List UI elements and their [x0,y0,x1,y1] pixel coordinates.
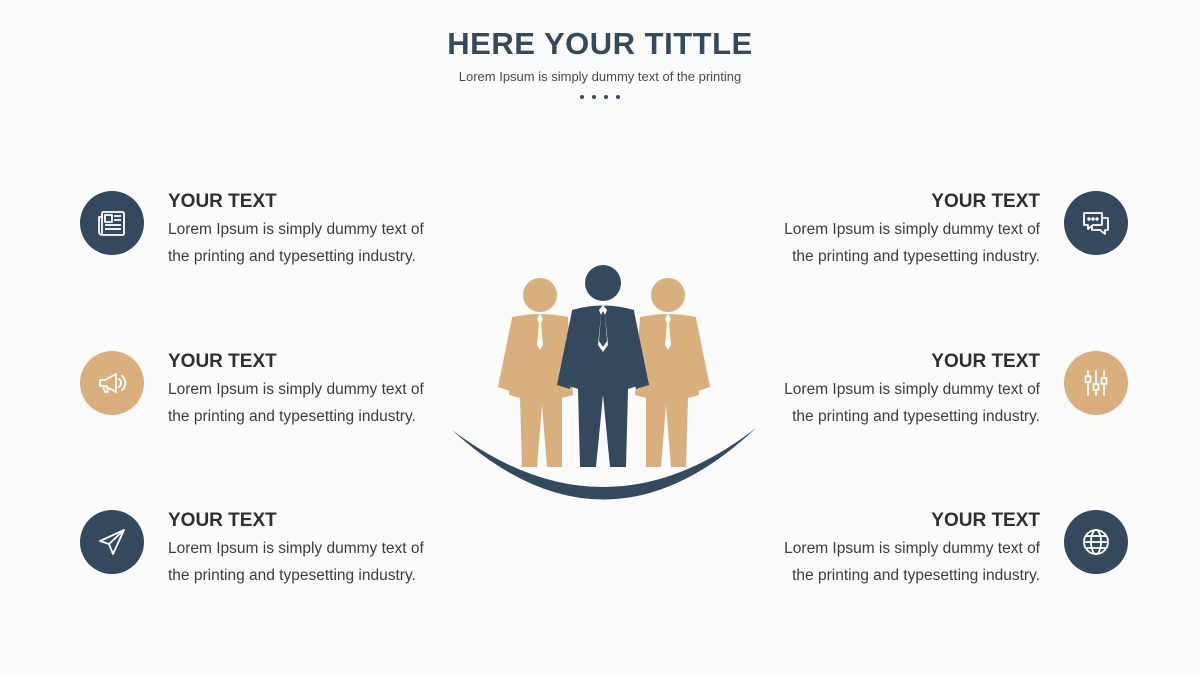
block-text-line: the printing and typesetting industry. [792,566,1040,584]
text-block-1: YOUR TEXT Lorem Ipsum is simply dummy te… [168,191,468,270]
globe-icon [1064,510,1128,574]
text-block-4: YOUR TEXT Lorem Ipsum is simply dummy te… [740,191,1040,270]
block-text-line: Lorem Ipsum is simply dummy text of [168,381,424,398]
block-text-line: Lorem Ipsum is simply dummy text of [784,221,1040,238]
divider-dots [580,95,620,101]
paper-plane-icon [80,510,144,574]
block-text-line: the printing and typesetting industry. [168,566,416,584]
team-people-icon [452,265,756,500]
block-heading: YOUR TEXT [168,351,277,372]
text-block-2: YOUR TEXT Lorem Ipsum is simply dummy te… [168,351,468,430]
text-block-6: YOUR TEXT Lorem Ipsum is simply dummy te… [740,510,1040,589]
block-text-line: the printing and typesetting industry. [168,407,416,425]
block-text-line: Lorem Ipsum is simply dummy text of [168,221,424,238]
block-text-line: the printing and typesetting industry. [792,247,1040,265]
megaphone-icon [80,351,144,415]
block-text-line: Lorem Ipsum is simply dummy text of [168,540,424,557]
block-heading: YOUR TEXT [168,510,277,531]
block-heading: YOUR TEXT [931,351,1040,372]
block-heading: YOUR TEXT [168,191,277,212]
block-text-line: Lorem Ipsum is simply dummy text of [784,381,1040,398]
person-left [498,278,573,467]
newspaper-icon [80,191,144,255]
page-subtitle: Lorem Ipsum is simply dummy text of the … [458,69,742,84]
block-heading: YOUR TEXT [931,510,1040,531]
page-title: HERE YOUR TITTLE [447,26,753,61]
block-text-line: the printing and typesetting industry. [168,247,416,265]
chat-bubble-icon [1064,191,1128,255]
text-block-5: YOUR TEXT Lorem Ipsum is simply dummy te… [740,351,1040,430]
block-text-line: the printing and typesetting industry. [792,407,1040,425]
person-center [557,265,649,467]
person-right [635,278,710,467]
block-heading: YOUR TEXT [931,191,1040,212]
text-block-3: YOUR TEXT Lorem Ipsum is simply dummy te… [168,510,468,589]
block-text-line: Lorem Ipsum is simply dummy text of [784,540,1040,557]
swoosh-arc [452,428,756,500]
sliders-icon [1064,351,1128,415]
